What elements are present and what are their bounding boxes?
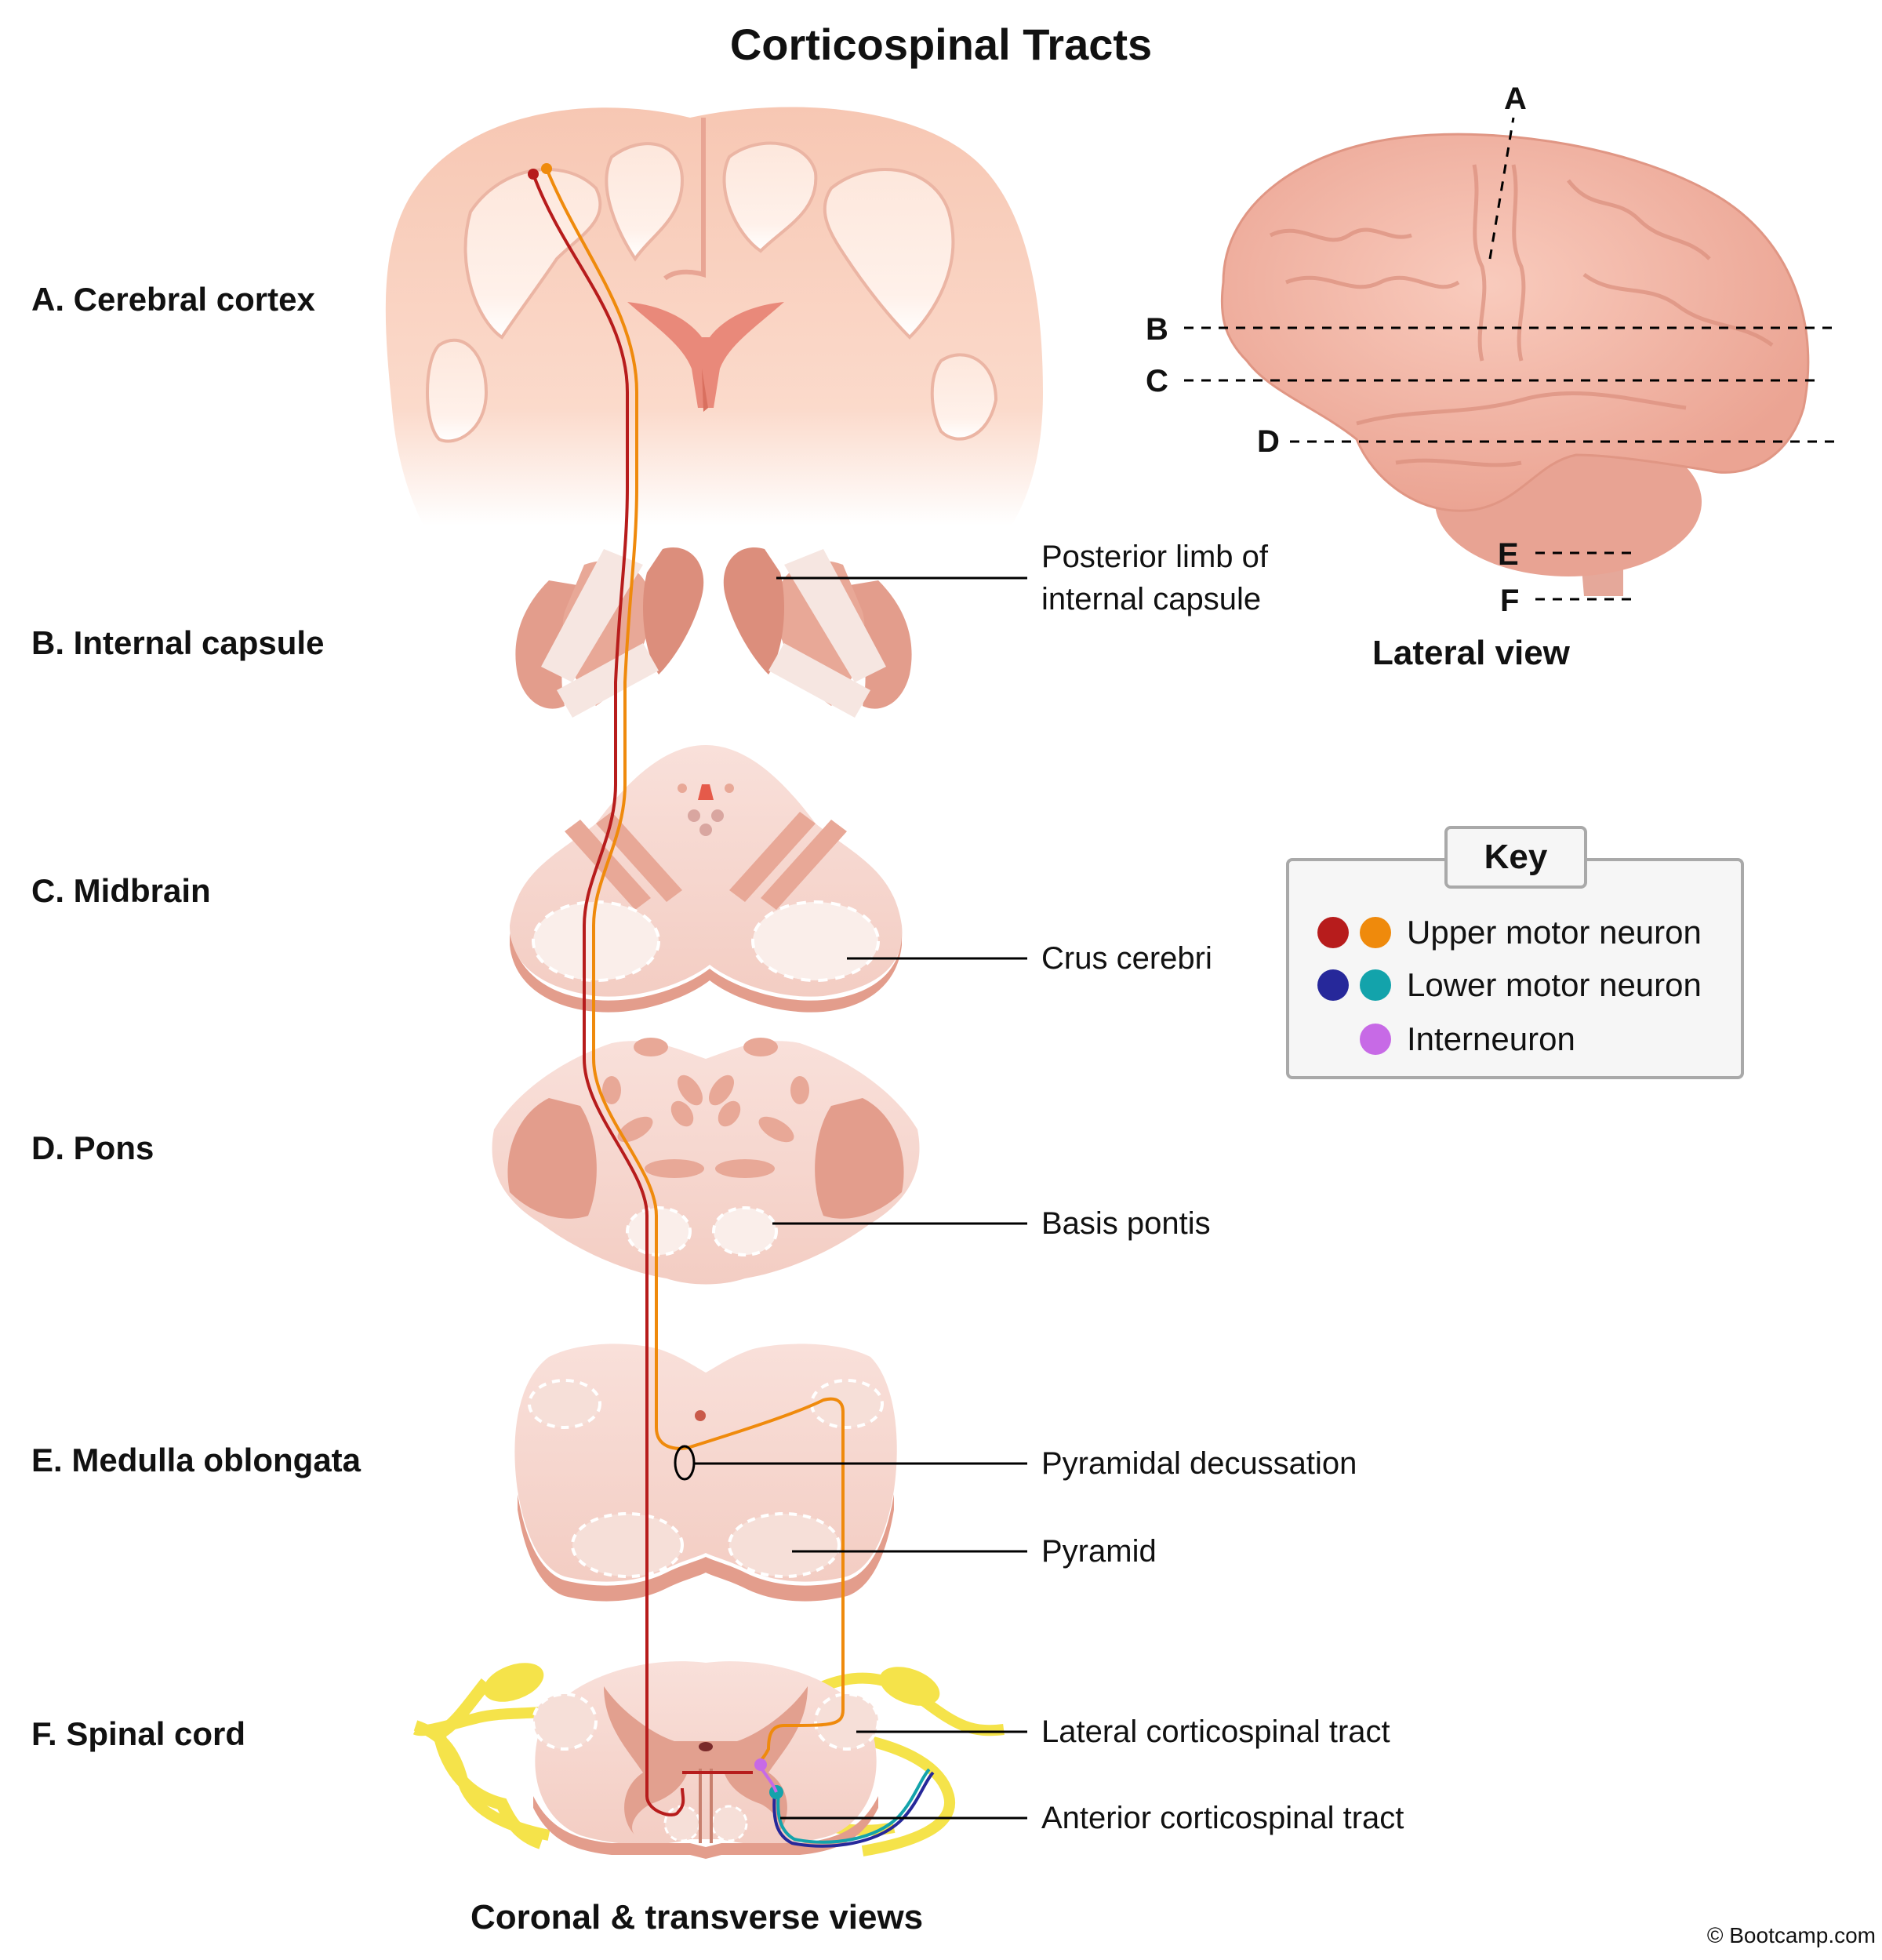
key-row-upper-motor-neuron: Upper motor neuron xyxy=(1317,911,1702,954)
upper-motor-neuron-red-path xyxy=(528,169,753,1816)
level-label-pons: D. Pons xyxy=(31,1129,154,1166)
callout-pyramidal-decussation: Pyramidal decussation xyxy=(1041,1446,1357,1481)
level-label-internal-capsule: B. Internal capsule xyxy=(31,624,325,661)
lateral-marker-a: A xyxy=(1504,82,1527,116)
callout-pyramid: Pyramid xyxy=(1041,1534,1157,1569)
callout-leader-lines xyxy=(694,576,1027,1820)
lateral-brain-view xyxy=(1220,133,1810,596)
callout-basis-pontis: Basis pontis xyxy=(1041,1206,1211,1241)
lower-motor-teal-dot xyxy=(1360,969,1391,1001)
callout-posterior-limb-line2: internal capsule xyxy=(1041,582,1262,616)
level-label-spinal-cord: F. Spinal cord xyxy=(31,1715,246,1752)
lateral-view-caption: Lateral view xyxy=(1372,634,1570,672)
diagram-title: Corticospinal Tracts xyxy=(729,20,1153,69)
callout-posterior-limb-line1: Posterior limb of xyxy=(1041,540,1268,574)
lateral-marker-c: C xyxy=(1146,364,1168,398)
internal-capsule-section xyxy=(515,547,912,718)
key-title: Key xyxy=(1444,826,1587,889)
interneuron xyxy=(754,1758,778,1793)
key-row-lower-motor-neuron: Lower motor neuron xyxy=(1317,964,1702,1006)
spinal-cord-section xyxy=(412,1661,1005,1859)
upper-motor-orange-dot xyxy=(1360,917,1391,948)
copyright-notice: © Bootcamp.com xyxy=(1706,1923,1876,1947)
level-label-midbrain: C. Midbrain xyxy=(31,872,211,909)
level-label-cerebral-cortex: A. Cerebral cortex xyxy=(31,281,315,318)
lower-motor-neuron-path xyxy=(769,1768,935,1848)
callout-crus-cerebri: Crus cerebri xyxy=(1041,941,1212,976)
level-label-medulla: E. Medulla oblongata xyxy=(31,1442,362,1478)
medulla-section xyxy=(514,1344,897,1602)
lateral-marker-b: B xyxy=(1146,312,1168,347)
coronal-cerebral-cortex xyxy=(385,107,1043,525)
lateral-marker-f: F xyxy=(1500,584,1520,618)
key-row-interneuron: Interneuron xyxy=(1317,1018,1575,1060)
lateral-view-level-lines xyxy=(1184,117,1839,601)
key-label-lower-motor-neuron: Lower motor neuron xyxy=(1407,966,1702,1003)
lateral-marker-d: D xyxy=(1257,424,1280,459)
upper-motor-red-dot xyxy=(1317,917,1349,948)
midbrain-section xyxy=(510,745,903,1013)
lateral-marker-e: E xyxy=(1498,537,1519,572)
key-label-upper-motor-neuron: Upper motor neuron xyxy=(1407,914,1702,951)
upper-motor-neuron-orange-path xyxy=(541,163,845,1766)
key-label-interneuron: Interneuron xyxy=(1407,1020,1575,1057)
lower-motor-blue-dot xyxy=(1317,969,1349,1001)
coronal-views-caption: Coronal & transverse views xyxy=(470,1898,924,1936)
key-spacer xyxy=(1317,1024,1349,1055)
pons-section xyxy=(492,1038,920,1285)
callout-anterior-corticospinal-tract: Anterior corticospinal tract xyxy=(1041,1801,1404,1835)
callout-lateral-corticospinal-tract: Lateral corticospinal tract xyxy=(1041,1715,1390,1749)
interneuron-dot xyxy=(1360,1024,1391,1055)
